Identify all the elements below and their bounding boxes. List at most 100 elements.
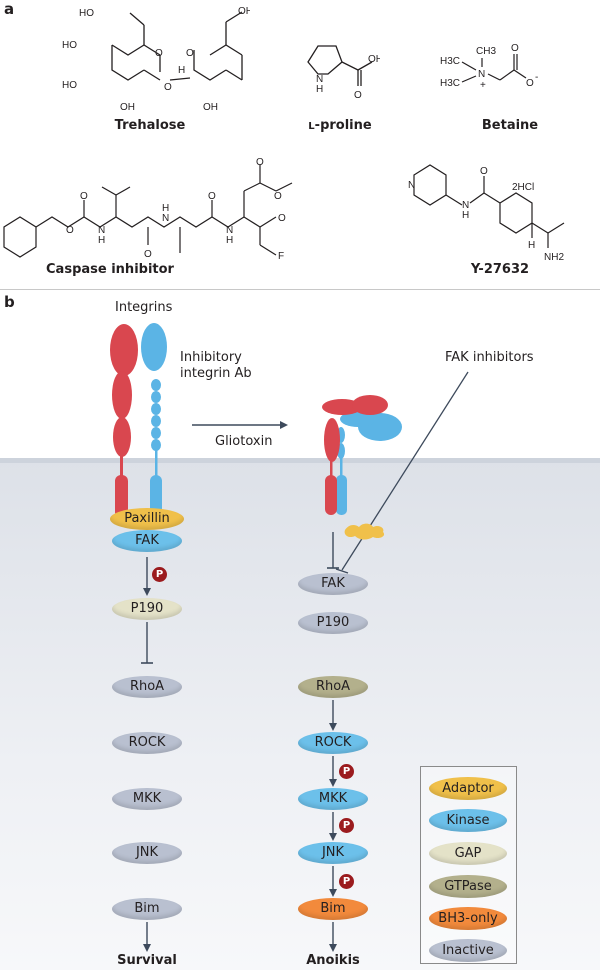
svg-text:H3C: H3C	[440, 56, 460, 67]
y-27632-structure: N O N H 2HCl H NH2	[408, 164, 564, 263]
svg-text:N: N	[98, 225, 105, 236]
svg-text:H: H	[98, 235, 105, 246]
legend-bh3-only: BH3-only	[429, 907, 507, 930]
right-node-p190: P190	[298, 612, 368, 634]
svg-text:CH3: CH3	[476, 46, 496, 57]
left-node-fak: FAK	[112, 530, 182, 552]
molecule-name-trehalose: Trehalose	[114, 118, 186, 133]
svg-text:H: H	[462, 210, 469, 221]
molecule-name-y-27632: Y-27632	[470, 262, 530, 277]
left-node-mkk: MKK	[112, 788, 182, 810]
svg-text:2HCl: 2HCl	[512, 182, 534, 193]
legend-kinase: Kinase	[429, 809, 507, 832]
panel-divider	[0, 289, 600, 290]
gliotoxin-label: Gliotoxin	[215, 434, 273, 449]
right-node-fak: FAK	[298, 573, 368, 595]
left-node-jnk: JNK	[112, 842, 182, 864]
cell-membrane	[0, 458, 600, 463]
svg-text:O: O	[186, 48, 194, 59]
svg-text:N: N	[462, 200, 469, 211]
integrin-beta-subunit	[141, 323, 167, 518]
arrow-rhoa-to-rock	[329, 700, 337, 731]
legend-gap: GAP	[429, 842, 507, 865]
active-integrin-dimer	[110, 323, 167, 518]
svg-text:H: H	[316, 84, 323, 95]
svg-text:O: O	[155, 48, 163, 59]
svg-text:H3C: H3C	[440, 78, 460, 89]
integrin-alpha-subunit	[110, 324, 138, 518]
panel-a-label: a	[4, 0, 15, 18]
left-node-p190: P190	[112, 598, 182, 620]
arrow-jnk-to-bim	[329, 866, 337, 897]
legend: Adaptor Kinase GAP GTPase BH3-only Inact…	[420, 766, 517, 964]
legend-gtpase: GTPase	[429, 875, 507, 898]
gliotoxin-arrow	[192, 421, 288, 429]
inactive-integrin-dimer	[322, 395, 402, 515]
integrins-label: Integrins	[115, 300, 173, 315]
svg-text:HO: HO	[62, 40, 77, 51]
arrow-rock-to-mkk	[329, 756, 337, 787]
disrupted-paxillin-fragments	[344, 523, 385, 540]
svg-text:H: H	[528, 240, 535, 251]
right-node-bim: Bim	[298, 898, 368, 920]
svg-text:HO: HO	[62, 80, 77, 91]
svg-text:N: N	[162, 213, 169, 224]
right-node-mkk: MKK	[298, 788, 368, 810]
svg-text:NH2: NH2	[544, 252, 564, 263]
legend-adaptor: Adaptor	[429, 777, 507, 800]
outcome-survival: Survival	[117, 953, 177, 968]
svg-text:OH: OH	[120, 102, 135, 113]
phospho-badge: P	[339, 764, 354, 779]
svg-text:O: O	[80, 191, 88, 202]
inhibitory-ab-label-line1: Inhibitory	[180, 350, 242, 365]
svg-text:+: +	[480, 80, 486, 91]
trehalose-structure: HO HO HO OH O O H O OH OH OH OH	[62, 6, 250, 113]
caspase-inhibitor-structure: O O N H N H O O N H O O O F	[3, 157, 293, 260]
svg-text:O: O	[354, 90, 362, 101]
svg-text:O: O	[256, 157, 264, 168]
legend-inactive: Inactive	[429, 939, 507, 962]
right-node-rhoa: RhoA	[298, 676, 368, 698]
svg-text:-: -	[535, 72, 538, 83]
phospho-badge: P	[339, 818, 354, 833]
panel-b-label: b	[4, 293, 15, 311]
arrow-mkk-to-jnk	[329, 812, 337, 841]
right-node-jnk: JNK	[298, 842, 368, 864]
right-pathway-arrows	[327, 532, 339, 952]
right-node-rock: ROCK	[298, 732, 368, 754]
svg-text:O: O	[164, 82, 172, 93]
atom-label: HO	[79, 8, 94, 19]
svg-text:N: N	[316, 74, 323, 85]
fak-inhibitors-label: FAK inhibitors	[445, 350, 534, 365]
outcome-anoikis: Anoikis	[306, 953, 360, 968]
left-node-rhoa: RhoA	[112, 676, 182, 698]
phospho-badge: P	[339, 874, 354, 889]
l-proline-structure: N H OH O	[307, 45, 380, 101]
arrow-bim-to-anoikis	[329, 922, 337, 952]
svg-text:H: H	[178, 65, 185, 76]
svg-text:N: N	[478, 69, 485, 80]
left-pathway-arrows	[141, 557, 153, 952]
phospho-badge: P	[152, 567, 167, 582]
svg-text:N: N	[408, 180, 415, 191]
arrow-bim-to-survival	[143, 922, 151, 952]
svg-text:O: O	[144, 249, 152, 260]
svg-text:O: O	[66, 225, 74, 236]
svg-text:O: O	[208, 191, 216, 202]
svg-text:O: O	[480, 166, 488, 177]
molecule-name-caspase-inhibitor: Caspase inhibitor	[46, 262, 174, 277]
svg-text:N: N	[226, 225, 233, 236]
left-node-bim: Bim	[112, 898, 182, 920]
svg-text:O: O	[526, 78, 534, 89]
arrow-fak-to-p190	[143, 557, 151, 596]
betaine-structure: CH3 H3C H3C N + O O -	[440, 43, 538, 91]
left-node-rock: ROCK	[112, 732, 182, 754]
svg-text:OH: OH	[368, 54, 380, 65]
inhibit-p190-to-rhoa	[141, 622, 153, 664]
inhibitory-ab-label-line2: integrin Ab	[180, 366, 252, 381]
svg-text:H: H	[162, 203, 169, 214]
molecule-name-betaine: Betaine	[481, 118, 539, 133]
inhibit-to-fak	[327, 532, 339, 569]
svg-text:H: H	[226, 235, 233, 246]
svg-text:O: O	[511, 43, 519, 54]
